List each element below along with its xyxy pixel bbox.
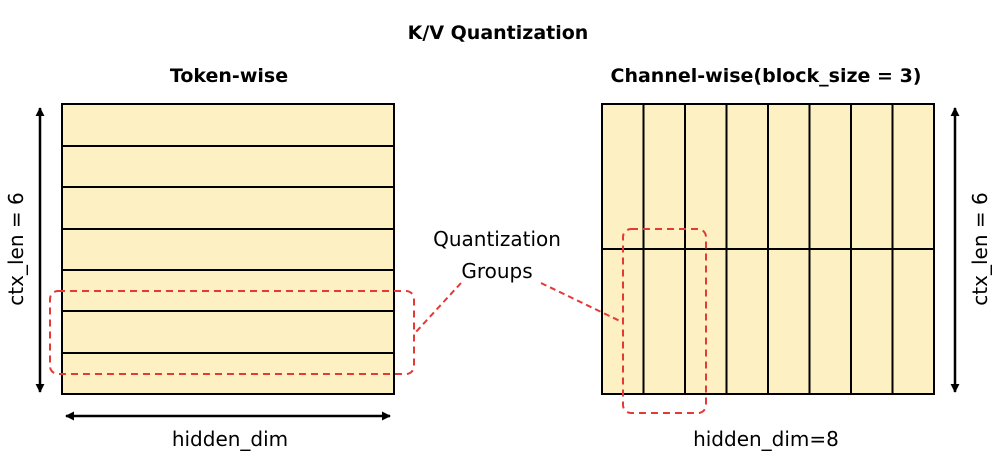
right-ctx-len-label: ctx_len = 6	[968, 192, 992, 305]
left-ctx-len-label: ctx_len = 6	[4, 192, 28, 305]
left-hidden-dim-label: hidden_dim	[172, 427, 288, 451]
token-wise-title: Token-wise	[170, 65, 288, 87]
token-wise-grid	[61, 103, 395, 395]
token-quantization-group-outline	[49, 290, 415, 375]
diagram-title: K/V Quantization	[408, 22, 589, 44]
channel-quantization-group-outline	[622, 228, 707, 414]
token-wise-grid-background	[61, 103, 395, 395]
channel-wise-title: Channel-wise(block_size = 3)	[611, 65, 922, 87]
callout-line-1: Quantization	[433, 227, 561, 251]
callout-line-2: Groups	[461, 259, 532, 283]
right-hidden-dim-label: hidden_dim=8	[693, 427, 839, 451]
channel-wise-grid	[601, 103, 935, 395]
callout-connector-left	[414, 282, 462, 334]
callout-connector-right	[540, 282, 623, 323]
